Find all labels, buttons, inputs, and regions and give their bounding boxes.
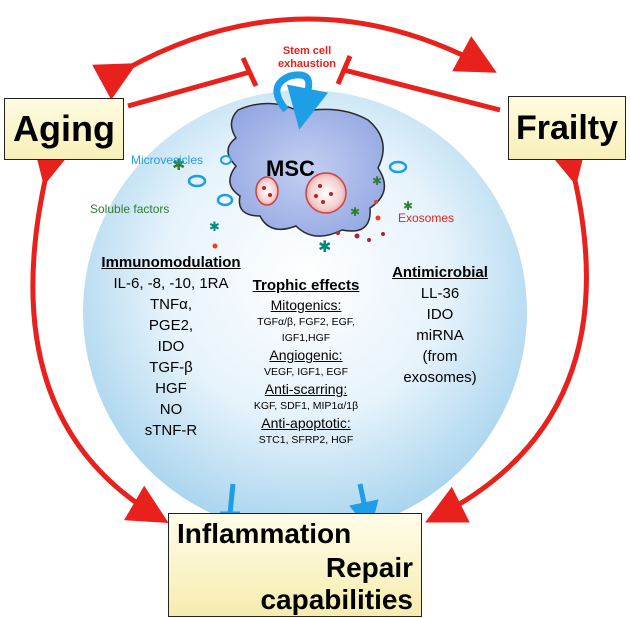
soluble-factors-label: Soluble factors [90, 202, 170, 216]
inhibit-inflammation [227, 483, 236, 515]
trophic-column: Trophic effects Mitogenics: TGFα/β, FGF2… [232, 276, 380, 448]
trophic-heading-antiapoptotic: Anti-apoptotic: [261, 415, 351, 431]
exosome-dot [367, 238, 371, 242]
msc-label: MSC [266, 156, 315, 181]
exosome-dot [374, 200, 378, 204]
trophic-line: VEGF, IGF1, EGF [263, 366, 348, 378]
immuno-item: IDO [157, 338, 185, 355]
stem-cell-line1: Stem cell [282, 45, 332, 57]
frailty-box: Frailty [508, 96, 626, 160]
trophic-line: TGFα/β, FGF2, EGF, [257, 316, 355, 328]
inhibit-aging-stemcell-bar [240, 56, 259, 88]
msc-dot [329, 192, 333, 196]
immuno-item: TNFα, [150, 296, 192, 313]
immuno-item: TGF-β [149, 359, 193, 376]
outcomes-box: Inflammation Repair capabilities [168, 513, 422, 617]
exosome-dot [336, 231, 340, 235]
msc-dot [321, 200, 325, 204]
trophic-line: IGF1,HGF [281, 332, 331, 344]
immuno-item: IL-6, -8, -10, 1RA [113, 275, 229, 292]
soluble-factor-star: ✱ [372, 174, 382, 188]
soluble-factor-star: ✱ [318, 237, 331, 256]
microvesicle [220, 155, 232, 165]
msc-dot [318, 184, 322, 188]
inhibit-frailty-stemcell [343, 67, 501, 113]
msc-vesicle-large [305, 172, 347, 214]
microvesicle [388, 160, 408, 174]
trophic-heading-angiogenic: Angiogenic: [269, 347, 343, 363]
antimicrobial-column: Antimicrobial LL-36 IDO miRNA (from exos… [380, 262, 500, 388]
msc-sphere [83, 90, 527, 534]
inhibit-frailty-stemcell-bar [335, 55, 353, 85]
microvesicle [216, 193, 234, 207]
antimicrobial-item: (from [422, 348, 458, 365]
microvesicle [187, 174, 207, 188]
aging-box: Aging [4, 98, 124, 160]
capabilities-label: capabilities [260, 584, 413, 615]
antimicrobial-title: Antimicrobial [392, 264, 488, 281]
antimicrobial-item: LL-36 [420, 285, 460, 302]
msc-dot [268, 193, 272, 197]
msc-dot [314, 194, 318, 198]
immuno-item: NO [159, 401, 183, 418]
repair-label: Repair [325, 552, 413, 583]
trophic-title: Trophic effects [252, 277, 360, 294]
trophic-line: KGF, SDF1, MIP1α/1β [253, 400, 359, 412]
trophic-line: STC1, SFRP2, HGF [258, 434, 354, 446]
arrow-frailty-inflammation [425, 142, 589, 523]
aging-label: Aging [13, 108, 115, 149]
arrow-aging-frailty [92, 16, 497, 100]
exosome-dot [381, 232, 385, 236]
stem-cell-label: Stem cell exhaustion [252, 45, 362, 71]
microvesicles-label: Microvesicles [131, 153, 204, 167]
frailty-label: Frailty [515, 108, 619, 147]
soluble-factor-star: ✱ [209, 220, 220, 235]
exosomes-label: Exosomes [398, 211, 455, 225]
exosome-dot [375, 215, 381, 221]
trophic-heading-mitogenics: Mitogenics: [270, 297, 342, 313]
immuno-item: HGF [155, 380, 187, 397]
immuno-item: PGE2, [148, 317, 194, 334]
trophic-heading-antiscarring: Anti-scarring: [264, 381, 348, 397]
stemcell-exhaustion-arrow [273, 71, 329, 130]
antimicrobial-item: exosomes) [403, 369, 477, 386]
immuno-item: sTNF-R [144, 422, 198, 439]
antimicrobial-item: miRNA [416, 327, 464, 344]
msc-vesicle-small [255, 176, 279, 206]
msc-dot [262, 186, 266, 190]
exosome-dot [354, 233, 360, 239]
arrow-aging-inflammation [30, 142, 169, 524]
soluble-factor-star: ✱ [172, 155, 185, 174]
soluble-factor-star: ✱ [403, 199, 413, 213]
exosome-dot [212, 243, 218, 249]
soluble-factor-star: ✱ [350, 205, 360, 219]
stem-cell-line2: exhaustion [277, 58, 337, 70]
inflammation-label: Inflammation [177, 518, 352, 549]
immunomodulation-title: Immunomodulation [101, 254, 241, 271]
inhibit-aging-stemcell [127, 69, 251, 109]
antimicrobial-item: IDO [426, 306, 454, 323]
immunomodulation-column: Immunomodulation IL-6, -8, -10, 1RA TNFα… [88, 252, 254, 441]
